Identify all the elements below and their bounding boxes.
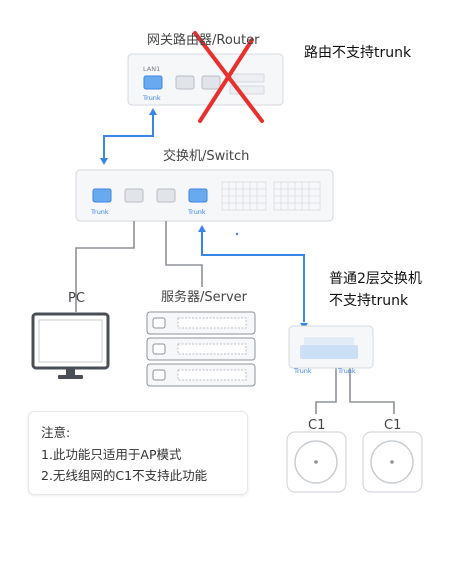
switch-port-grid-right [273,181,321,211]
pc-link [75,221,135,312]
c1-right-label: C1 [384,418,402,433]
pc-icon [31,312,110,379]
router-device: LAN1 Trunk [127,53,284,106]
router-port-3 [201,75,221,90]
note-box: 注意: 1.此功能只适用于AP模式 2.无线组网的C1不支持此功能 [28,411,248,495]
l2-trunk-label-right: Trunk [337,367,356,375]
switch-l2-link [201,232,305,322]
c1-left-link [315,366,337,414]
gray-links [75,221,395,414]
router-trunk-label: Trunk [142,94,161,102]
arrow-up-icon [149,108,157,115]
c1-right-device [362,431,423,493]
c1-left-label: C1 [308,418,326,433]
router-lan-label: LAN1 [143,65,160,73]
note-line-1: 1.此功能只适用于AP模式 [41,447,182,462]
switch-port-grid-left [221,181,267,211]
arrow-down-icon [100,158,108,165]
router-port-2 [175,75,195,90]
switch-trunk-label-right: Trunk [187,208,206,216]
server-icon [146,311,256,387]
red-cross-icon [193,31,264,123]
server-label: 服务器/Server [161,290,248,305]
router-switch-link [103,112,154,160]
switch-title: 交换机/Switch [163,149,250,164]
server-link [165,221,203,287]
c1-left-device [286,431,347,493]
arrow-up-icon-2 [198,225,206,232]
switch-device: Trunk Trunk [75,169,334,222]
l2-trunk-label-left: Trunk [293,367,312,375]
switch-trunk-port-1 [92,188,112,203]
pc-label: PC [68,291,85,306]
router-annotation: 路由不支持trunk [304,45,412,61]
switch-trunk-port-4 [188,188,208,203]
l2-switch-annotation-line2: 不支持trunk [329,293,409,309]
l2-switch-annotation-line1: 普通2层交换机 [329,271,422,287]
switch-port-2 [124,188,144,203]
router-lan-port [143,75,163,90]
switch-port-3 [156,188,176,203]
note-line-2: 2.无线组网的C1不支持此功能 [41,468,208,483]
switch-trunk-label-left: Trunk [90,208,109,216]
l2-switch-device: Trunk Trunk [288,325,374,375]
note-title: 注意: [41,425,71,440]
c1-right-link [349,366,395,414]
router-title: 网关路由器/Router [147,33,260,48]
